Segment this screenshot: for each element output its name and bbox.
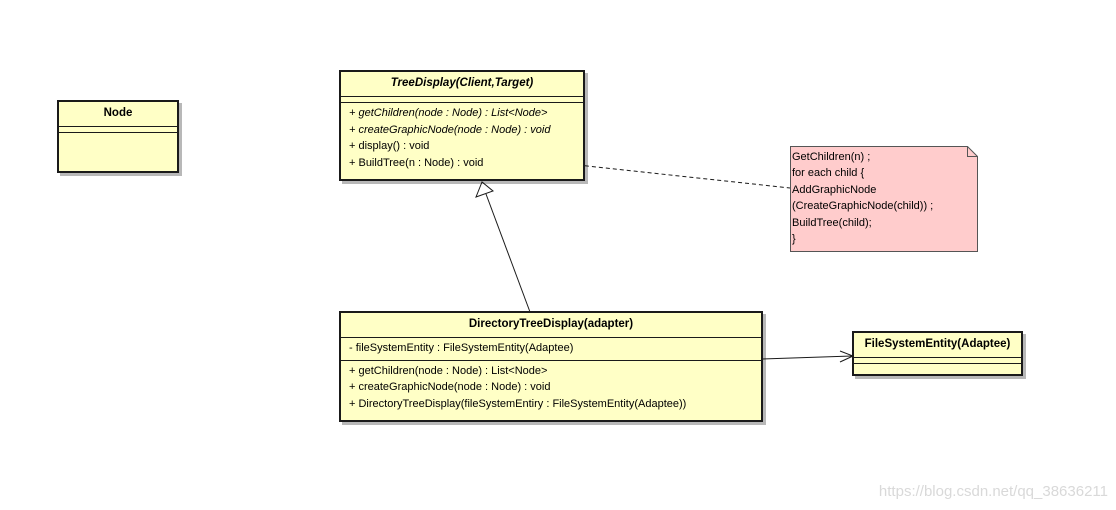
note-line: GetChildren(n) ; (792, 151, 871, 163)
note-text: GetChildren(n) ; for each child { AddGra… (792, 149, 933, 247)
attributes-compartment (59, 126, 177, 132)
note-line: } (792, 233, 796, 246)
attributes-compartment: - fileSystemEntity : FileSystemEntity(Ad… (341, 337, 761, 360)
operation-row: + createGraphicNode(node : Node) : void (349, 123, 551, 136)
operation-row: + createGraphicNode(node : Node) : void (349, 381, 551, 393)
operations-compartment (854, 363, 1021, 364)
note-shape (790, 146, 978, 252)
note[interactable]: GetChildren(n) ; for each child { AddGra… (790, 146, 978, 252)
operation-row: + display() : void (349, 140, 430, 152)
watermark: https://blog.csdn.net/qq_38636211 (878, 483, 1108, 500)
attribute-row: - fileSystemEntity : FileSystemEntity(Ad… (349, 342, 574, 354)
association-line (761, 355, 853, 360)
class-name: Node (103, 107, 133, 119)
class-name: TreeDisplay(Client,Target) (390, 77, 534, 89)
note-anchor-line (577, 164, 791, 189)
attributes-compartment (854, 357, 1021, 363)
generalization-line (485, 193, 531, 313)
operations-compartment: + getChildren(node : Node) : List<Node> … (341, 359, 761, 416)
note-line: (CreateGraphicNode(child)) ; (792, 200, 934, 213)
note-line: AddGraphicNode (792, 183, 877, 196)
operation-row: + getChildren(node : Node) : List<Node> (349, 107, 548, 119)
node-class[interactable]: Node (57, 100, 179, 173)
operation-row: + getChildren(node : Node) : List<Node> (349, 364, 548, 377)
attributes-compartment (341, 96, 583, 102)
operations-compartment: + getChildren(node : Node) : List<Node> … (341, 102, 583, 174)
operation-row: + BuildTree(n : Node) : void (349, 156, 484, 169)
tree-display-class[interactable]: TreeDisplay(Client,Target) + getChildren… (339, 70, 585, 181)
class-name: DirectoryTreeDisplay(adapter) (468, 318, 634, 330)
note-line: for each child { (792, 167, 865, 180)
generalization-arrowhead (475, 181, 495, 198)
class-name: FileSystemEntity(Adaptee) (864, 338, 1011, 350)
directory-tree-display-class[interactable]: DirectoryTreeDisplay(adapter) - fileSyst… (339, 311, 763, 422)
operations-compartment (59, 132, 177, 133)
file-system-entity-class[interactable]: FileSystemEntity(Adaptee) (852, 331, 1023, 376)
note-line: BuildTree(child); (792, 216, 872, 229)
operation-row: + DirectoryTreeDisplay(fileSystemEntiry … (349, 397, 687, 410)
